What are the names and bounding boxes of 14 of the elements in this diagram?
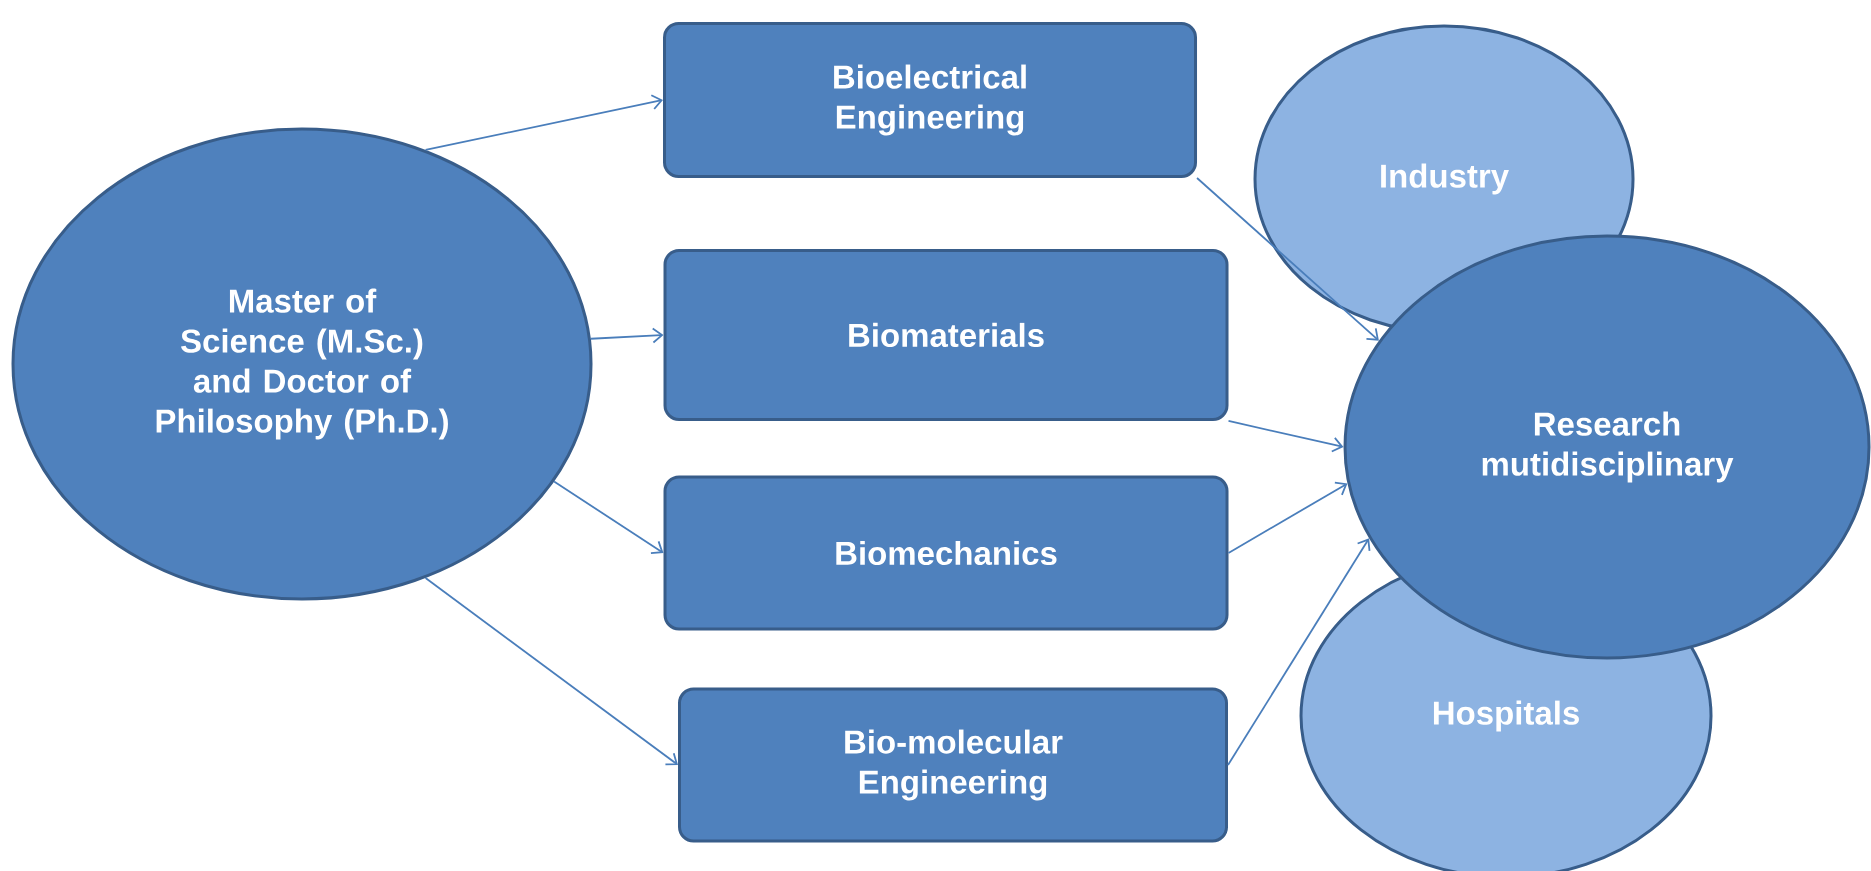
arrow — [553, 480, 664, 555]
rounded-box: Biomechanics — [663, 475, 1229, 631]
arrow — [1227, 420, 1344, 453]
rounded-box: Biomaterials — [663, 249, 1229, 421]
arrow — [1227, 481, 1348, 554]
arrow — [424, 577, 678, 766]
rounded-box: Bioelectrical Engineering — [663, 22, 1197, 178]
arrow — [1196, 177, 1379, 341]
arrow — [424, 94, 663, 151]
ellipse-node: Research mutidisciplinary — [1343, 234, 1871, 660]
ellipse-node: Master of Science (M.Sc.) and Doctor of Philosophy (Ph.D.) — [11, 127, 593, 601]
rounded-box: Bio-molecular Engineering — [678, 687, 1228, 843]
arrow — [1227, 538, 1371, 766]
arrow — [589, 327, 664, 344]
